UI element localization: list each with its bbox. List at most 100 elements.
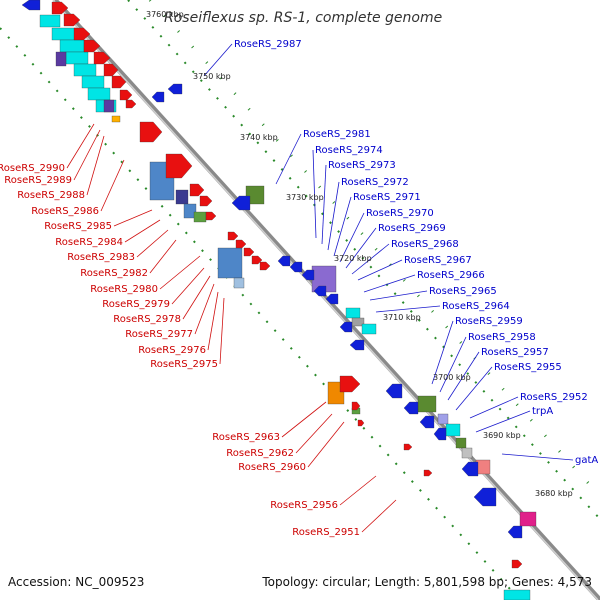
kbp-marker: 3740 kbp xyxy=(240,133,278,142)
label-connector xyxy=(207,291,219,351)
gene-arrow xyxy=(473,487,497,507)
gene-block xyxy=(417,395,437,413)
label-connector xyxy=(219,297,225,365)
label-connector xyxy=(447,351,480,401)
label-connector xyxy=(100,159,125,212)
gene-arrow xyxy=(199,195,213,207)
label-connectors xyxy=(66,43,574,533)
gene-arrow xyxy=(259,261,271,271)
gene-block xyxy=(111,115,121,123)
gene-label-rosers_2985: RoseRS_2985 xyxy=(44,221,112,232)
gene-label-rosers_2976: RoseRS_2976 xyxy=(138,345,206,356)
gene-label-rosers_2959: RoseRS_2959 xyxy=(455,316,523,327)
gene-block xyxy=(59,39,85,53)
map-title: Roseiflexus sp. RS-1, complete genome xyxy=(164,10,442,26)
gene-label-rosers_2956: RoseRS_2956 xyxy=(270,500,338,511)
gene-label-gata: gatA xyxy=(575,455,598,466)
gene-label-rosers_2974: RoseRS_2974 xyxy=(315,145,383,156)
gene-block xyxy=(345,307,361,319)
label-connector xyxy=(159,255,201,290)
gene-arrow xyxy=(511,559,523,569)
gene-label-rosers_2955: RoseRS_2955 xyxy=(494,362,562,373)
gene-label-rosers_2981: RoseRS_2981 xyxy=(303,129,371,140)
gene-label-rosers_2967: RoseRS_2967 xyxy=(404,255,472,266)
label-connector xyxy=(327,181,340,251)
gene-label-rosers_2951: RoseRS_2951 xyxy=(292,527,360,538)
gene-arrow xyxy=(507,525,523,539)
gene-block xyxy=(175,189,189,205)
gene-arrow xyxy=(351,401,361,411)
gene-block xyxy=(445,423,461,437)
label-connector xyxy=(124,219,161,243)
label-connector xyxy=(307,421,345,468)
label-connector xyxy=(439,336,467,393)
gene-arrow xyxy=(139,121,163,143)
gene-arrow xyxy=(231,195,251,211)
gene-label-trpa: trpA xyxy=(532,406,553,417)
gene-block xyxy=(65,51,89,65)
gene-label-rosers_2972: RoseRS_2972 xyxy=(341,177,409,188)
gene-block xyxy=(233,277,245,289)
gene-label-rosers_2966: RoseRS_2966 xyxy=(417,270,485,281)
gene-label-rosers_2986: RoseRS_2986 xyxy=(31,206,99,217)
gene-block xyxy=(87,87,111,101)
gene-arrow xyxy=(165,153,193,179)
label-connector xyxy=(339,212,365,263)
label-connector xyxy=(86,135,105,196)
label-connector xyxy=(475,410,531,433)
label-connector xyxy=(73,129,101,181)
gene-arrow xyxy=(227,231,239,241)
label-connector xyxy=(136,229,169,258)
gene-block xyxy=(55,51,67,67)
gene-arrow xyxy=(325,293,339,305)
label-connector xyxy=(182,275,211,320)
kbp-marker: 3680 kbp xyxy=(535,489,573,498)
gene-arrow xyxy=(51,1,69,15)
gene-arrow xyxy=(301,269,315,281)
gene-label-rosers_2989: RoseRS_2989 xyxy=(4,175,72,186)
label-connector xyxy=(361,499,397,533)
gene-label-rosers_2960: RoseRS_2960 xyxy=(238,462,306,473)
forward-strand-labels: RoseRS_2990RoseRS_2989RoseRS_2988RoseRS_… xyxy=(0,163,218,370)
gene-label-rosers_2968: RoseRS_2968 xyxy=(391,239,459,250)
gene-arrow xyxy=(63,13,81,27)
topology-text: Topology: circular; Length: 5,801,598 bp… xyxy=(261,575,592,589)
gene-features xyxy=(21,0,537,600)
label-connector xyxy=(357,259,403,281)
gene-block xyxy=(455,437,467,449)
gene-arrow xyxy=(461,461,479,477)
gene-block xyxy=(81,75,105,89)
gene-arrow xyxy=(21,0,41,11)
gene-label-rosers_2984: RoseRS_2984 xyxy=(55,237,123,248)
label-connector xyxy=(149,239,177,274)
label-connector xyxy=(312,149,317,239)
label-connector xyxy=(375,305,441,313)
gene-label-rosers_2971: RoseRS_2971 xyxy=(353,192,421,203)
gene-arrow xyxy=(119,89,133,101)
gene-arrow xyxy=(243,247,255,257)
kbp-marker: 3710 kbp xyxy=(383,313,421,322)
gene-label-rosers_2987: RoseRS_2987 xyxy=(234,39,302,50)
label-connector xyxy=(171,267,205,305)
label-connector xyxy=(194,283,215,335)
gene-block xyxy=(51,27,77,41)
label-connector xyxy=(469,396,519,419)
gene-arrow xyxy=(83,39,101,53)
gene-arrow xyxy=(339,375,361,393)
label-connector xyxy=(431,320,454,385)
gene-arrow xyxy=(111,75,127,89)
gene-arrow xyxy=(349,339,365,351)
label-connector xyxy=(66,123,95,169)
gene-label-rosers_2973: RoseRS_2973 xyxy=(328,160,396,171)
label-connector xyxy=(281,401,327,438)
kbp-marker: 3690 kbp xyxy=(483,431,521,440)
gene-arrow xyxy=(205,211,217,221)
gene-block xyxy=(39,14,61,28)
gene-block xyxy=(103,99,115,113)
gene-label-rosers_2977: RoseRS_2977 xyxy=(125,329,193,340)
gene-arrow xyxy=(73,27,91,41)
gene-block xyxy=(183,203,197,219)
label-connector xyxy=(333,196,352,257)
